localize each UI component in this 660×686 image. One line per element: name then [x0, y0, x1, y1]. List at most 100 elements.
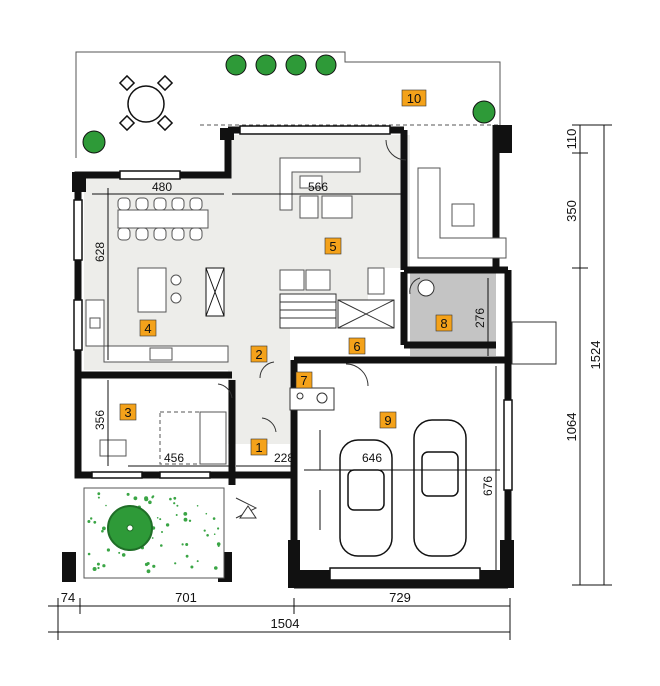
svg-text:2: 2 [255, 347, 262, 362]
dim-676: 676 [481, 476, 495, 496]
dim-110: 110 [564, 129, 579, 150]
dim-1064: 1064 [564, 413, 579, 442]
garden-dot [161, 531, 163, 533]
garden-dot [212, 517, 216, 520]
garden-dot [188, 519, 192, 522]
dim-350: 350 [564, 200, 579, 222]
windows [73, 125, 513, 581]
car-icons [339, 419, 467, 557]
garden-dot [173, 502, 176, 505]
garden-dot [151, 496, 154, 499]
garden-dot [90, 517, 93, 520]
garden-dot [144, 496, 149, 501]
plant-icons [82, 54, 496, 154]
garden-dot [206, 534, 209, 537]
garden-dot [118, 551, 121, 554]
garden-dot [93, 520, 97, 524]
room-label-1: 1 [250, 438, 268, 456]
garden-dot [148, 500, 152, 505]
dim-1524: 1524 [588, 341, 603, 370]
garden-dot [133, 496, 138, 501]
dim-74: 74 [61, 590, 75, 605]
garden-dot [97, 496, 100, 499]
garden-dot [121, 553, 126, 557]
svg-text:7: 7 [300, 373, 307, 388]
garden-dot [185, 543, 189, 546]
dining-table-icon [117, 197, 209, 241]
room-label-6: 6 [348, 337, 366, 355]
kitchen-island-icon [137, 267, 225, 317]
room-label-10: 10 [401, 89, 427, 107]
dim-228: 228 [274, 451, 294, 465]
outer-dimension-labels: 74 701 729 1504 110 350 1064 1524 [61, 129, 603, 631]
garden-dot [183, 517, 188, 522]
svg-text:9: 9 [384, 413, 391, 428]
room-label-8: 8 [435, 314, 453, 332]
armchairs-icon [279, 267, 385, 295]
svg-text:1: 1 [255, 440, 262, 455]
garden-dot [126, 492, 130, 496]
toilet-icon [289, 387, 335, 411]
svg-text:4: 4 [144, 321, 151, 336]
room-label-2: 2 [250, 345, 268, 363]
garden-dot [105, 504, 107, 507]
garden-dot [216, 542, 221, 546]
dim-456: 456 [164, 451, 184, 465]
garden-dot [196, 505, 199, 507]
dim-729: 729 [389, 590, 411, 605]
garden-dot [183, 512, 188, 516]
room-label-3: 3 [119, 403, 137, 421]
doors [217, 139, 557, 519]
dim-701: 701 [175, 590, 197, 605]
garden-dot [146, 569, 151, 574]
garden-dot [196, 560, 199, 563]
garden-dot [203, 529, 206, 532]
garden-dot [213, 533, 216, 535]
garden-dot [102, 564, 106, 568]
garden-dot [173, 496, 177, 500]
svg-text:6: 6 [353, 339, 360, 354]
terrace-outline [75, 51, 501, 158]
garden [83, 487, 225, 579]
svg-text:10: 10 [407, 91, 421, 106]
garden-dot [96, 562, 100, 566]
garden-dot [156, 517, 159, 519]
dim-480: 480 [152, 180, 172, 194]
room-label-9: 9 [379, 411, 397, 429]
garden-dot [97, 492, 101, 496]
sofa-icon [279, 157, 361, 219]
garden-dot [217, 545, 220, 547]
garden-dot [92, 567, 97, 571]
svg-text:5: 5 [329, 239, 336, 254]
garden-dot [106, 548, 110, 552]
svg-text:3: 3 [124, 405, 131, 420]
room-label-7: 7 [295, 371, 313, 389]
garden-dot [151, 537, 154, 539]
dim-356: 356 [93, 410, 107, 430]
room-label-4: 4 [139, 319, 157, 337]
stairs [279, 293, 395, 329]
garden-dot [144, 562, 149, 567]
dim-628: 628 [93, 242, 107, 262]
garden-dot [102, 526, 106, 531]
garden-dot [217, 527, 220, 530]
inner-dimension-labels: 480 566 628 276 356 456 228 646 676 [93, 180, 495, 496]
garden-dot [169, 497, 172, 501]
inner-dimension-lines [92, 188, 500, 580]
dim-276: 276 [473, 308, 487, 328]
garden-dot [214, 566, 218, 570]
garden-dot [165, 523, 170, 527]
dim-1504: 1504 [271, 616, 300, 631]
garden-dot [181, 543, 184, 546]
corner-sofa-icon [417, 167, 507, 259]
garden-dot [97, 566, 100, 570]
garden-dot [160, 544, 163, 547]
garden-dot [87, 552, 91, 556]
room-labels: 1 2 3 4 5 6 7 8 [119, 89, 453, 456]
garden-dot [152, 564, 156, 568]
garden-dot [190, 565, 194, 569]
garden-dot [174, 562, 177, 565]
dim-646: 646 [362, 451, 382, 465]
garden-dot [101, 529, 104, 533]
